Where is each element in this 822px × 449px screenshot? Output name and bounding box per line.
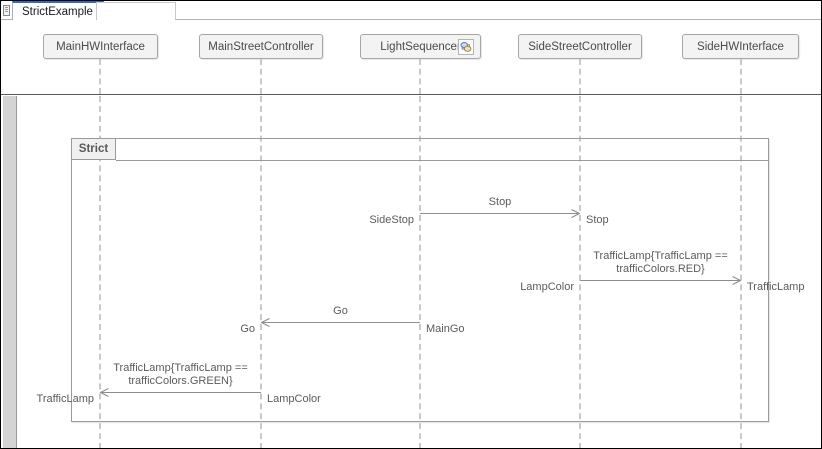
lifeline-header-sidehw[interactable]: SideHWInterface xyxy=(682,34,799,59)
message-source-label-msg-trafficlamp-red[interactable]: LampColor xyxy=(520,281,574,293)
message-label-msg-trafficlamp-red[interactable]: TrafficLamp{TrafficLamp == trafficColors… xyxy=(593,250,728,275)
lifeline-sidehw[interactable] xyxy=(740,96,742,448)
tab-bar-filler xyxy=(96,2,176,20)
arrow-head-msg-trafficlamp-green xyxy=(100,388,109,397)
message-line-msg-trafficlamp-red[interactable] xyxy=(580,280,741,281)
lifeline-stub-sidehw xyxy=(740,59,742,94)
lifeline-stub-sidectl xyxy=(579,59,581,94)
lifeline-header-lightseq[interactable]: LightSequencer xyxy=(360,34,481,59)
message-line-msg-go[interactable] xyxy=(261,322,420,323)
message-target-label-msg-trafficlamp-red[interactable]: TrafficLamp xyxy=(747,281,805,293)
lifeline-label: MainHWInterface xyxy=(56,40,145,53)
editor-list-icon[interactable] xyxy=(3,5,10,16)
lifeline-header-sidectl[interactable]: SideStreetController xyxy=(518,34,642,59)
message-label-msg-stop[interactable]: Stop xyxy=(488,196,512,208)
arrow-head-msg-stop xyxy=(571,209,580,218)
tab-strict-example[interactable]: StrictExample xyxy=(12,1,104,20)
lifeline-label: MainStreetController xyxy=(208,40,314,53)
message-target-label-msg-stop[interactable]: Stop xyxy=(586,214,609,226)
message-source-label-msg-trafficlamp-green[interactable]: LampColor xyxy=(267,393,321,405)
combined-fragment-strict[interactable]: Strict xyxy=(71,138,769,422)
fragment-operator-label: Strict xyxy=(78,143,109,155)
message-label-msg-trafficlamp-green[interactable]: TrafficLamp{TrafficLamp == trafficColors… xyxy=(113,362,248,387)
lifeline-sidectl[interactable] xyxy=(579,96,581,448)
arrow-head-msg-trafficlamp-red xyxy=(732,276,741,285)
lifeline-stub-mainctl xyxy=(260,59,262,94)
message-line-msg-stop[interactable] xyxy=(420,213,580,214)
reference-link-icon[interactable] xyxy=(458,39,474,55)
lifeline-label: LightSequencer xyxy=(380,40,461,53)
message-label-msg-go[interactable]: Go xyxy=(333,305,348,317)
lifeline-mainctl[interactable] xyxy=(260,96,262,448)
lifeline-label: SideHWInterface xyxy=(697,40,784,53)
fragment-header-divider xyxy=(116,160,769,161)
lifeline-header-mainhw[interactable]: MainHWInterface xyxy=(43,34,158,59)
lifeline-lightseq[interactable] xyxy=(419,96,421,448)
message-target-label-msg-trafficlamp-green[interactable]: TrafficLamp xyxy=(36,393,94,405)
fragment-operator-label-box: Strict xyxy=(72,139,116,160)
lifeline-mainhw[interactable] xyxy=(99,96,101,448)
editor-tab-bar: StrictExample xyxy=(1,1,821,20)
lifeline-header-strip: MainHWInterface MainStreetController Light… xyxy=(1,20,821,95)
tab-label: StrictExample xyxy=(22,5,93,18)
message-source-label-msg-stop[interactable]: SideStop xyxy=(369,214,414,226)
message-source-label-msg-go[interactable]: MainGo xyxy=(426,323,465,335)
arrow-head-msg-go xyxy=(261,318,270,327)
canvas-left-gutter xyxy=(3,96,17,448)
lifeline-stub-mainhw xyxy=(99,59,101,94)
message-line-msg-trafficlamp-green[interactable] xyxy=(100,392,261,393)
lifeline-header-mainctl[interactable]: MainStreetController xyxy=(199,34,323,59)
message-target-label-msg-go[interactable]: Go xyxy=(240,323,255,335)
lifeline-label: SideStreetController xyxy=(528,40,632,53)
lifeline-stub-lightseq xyxy=(419,59,421,94)
